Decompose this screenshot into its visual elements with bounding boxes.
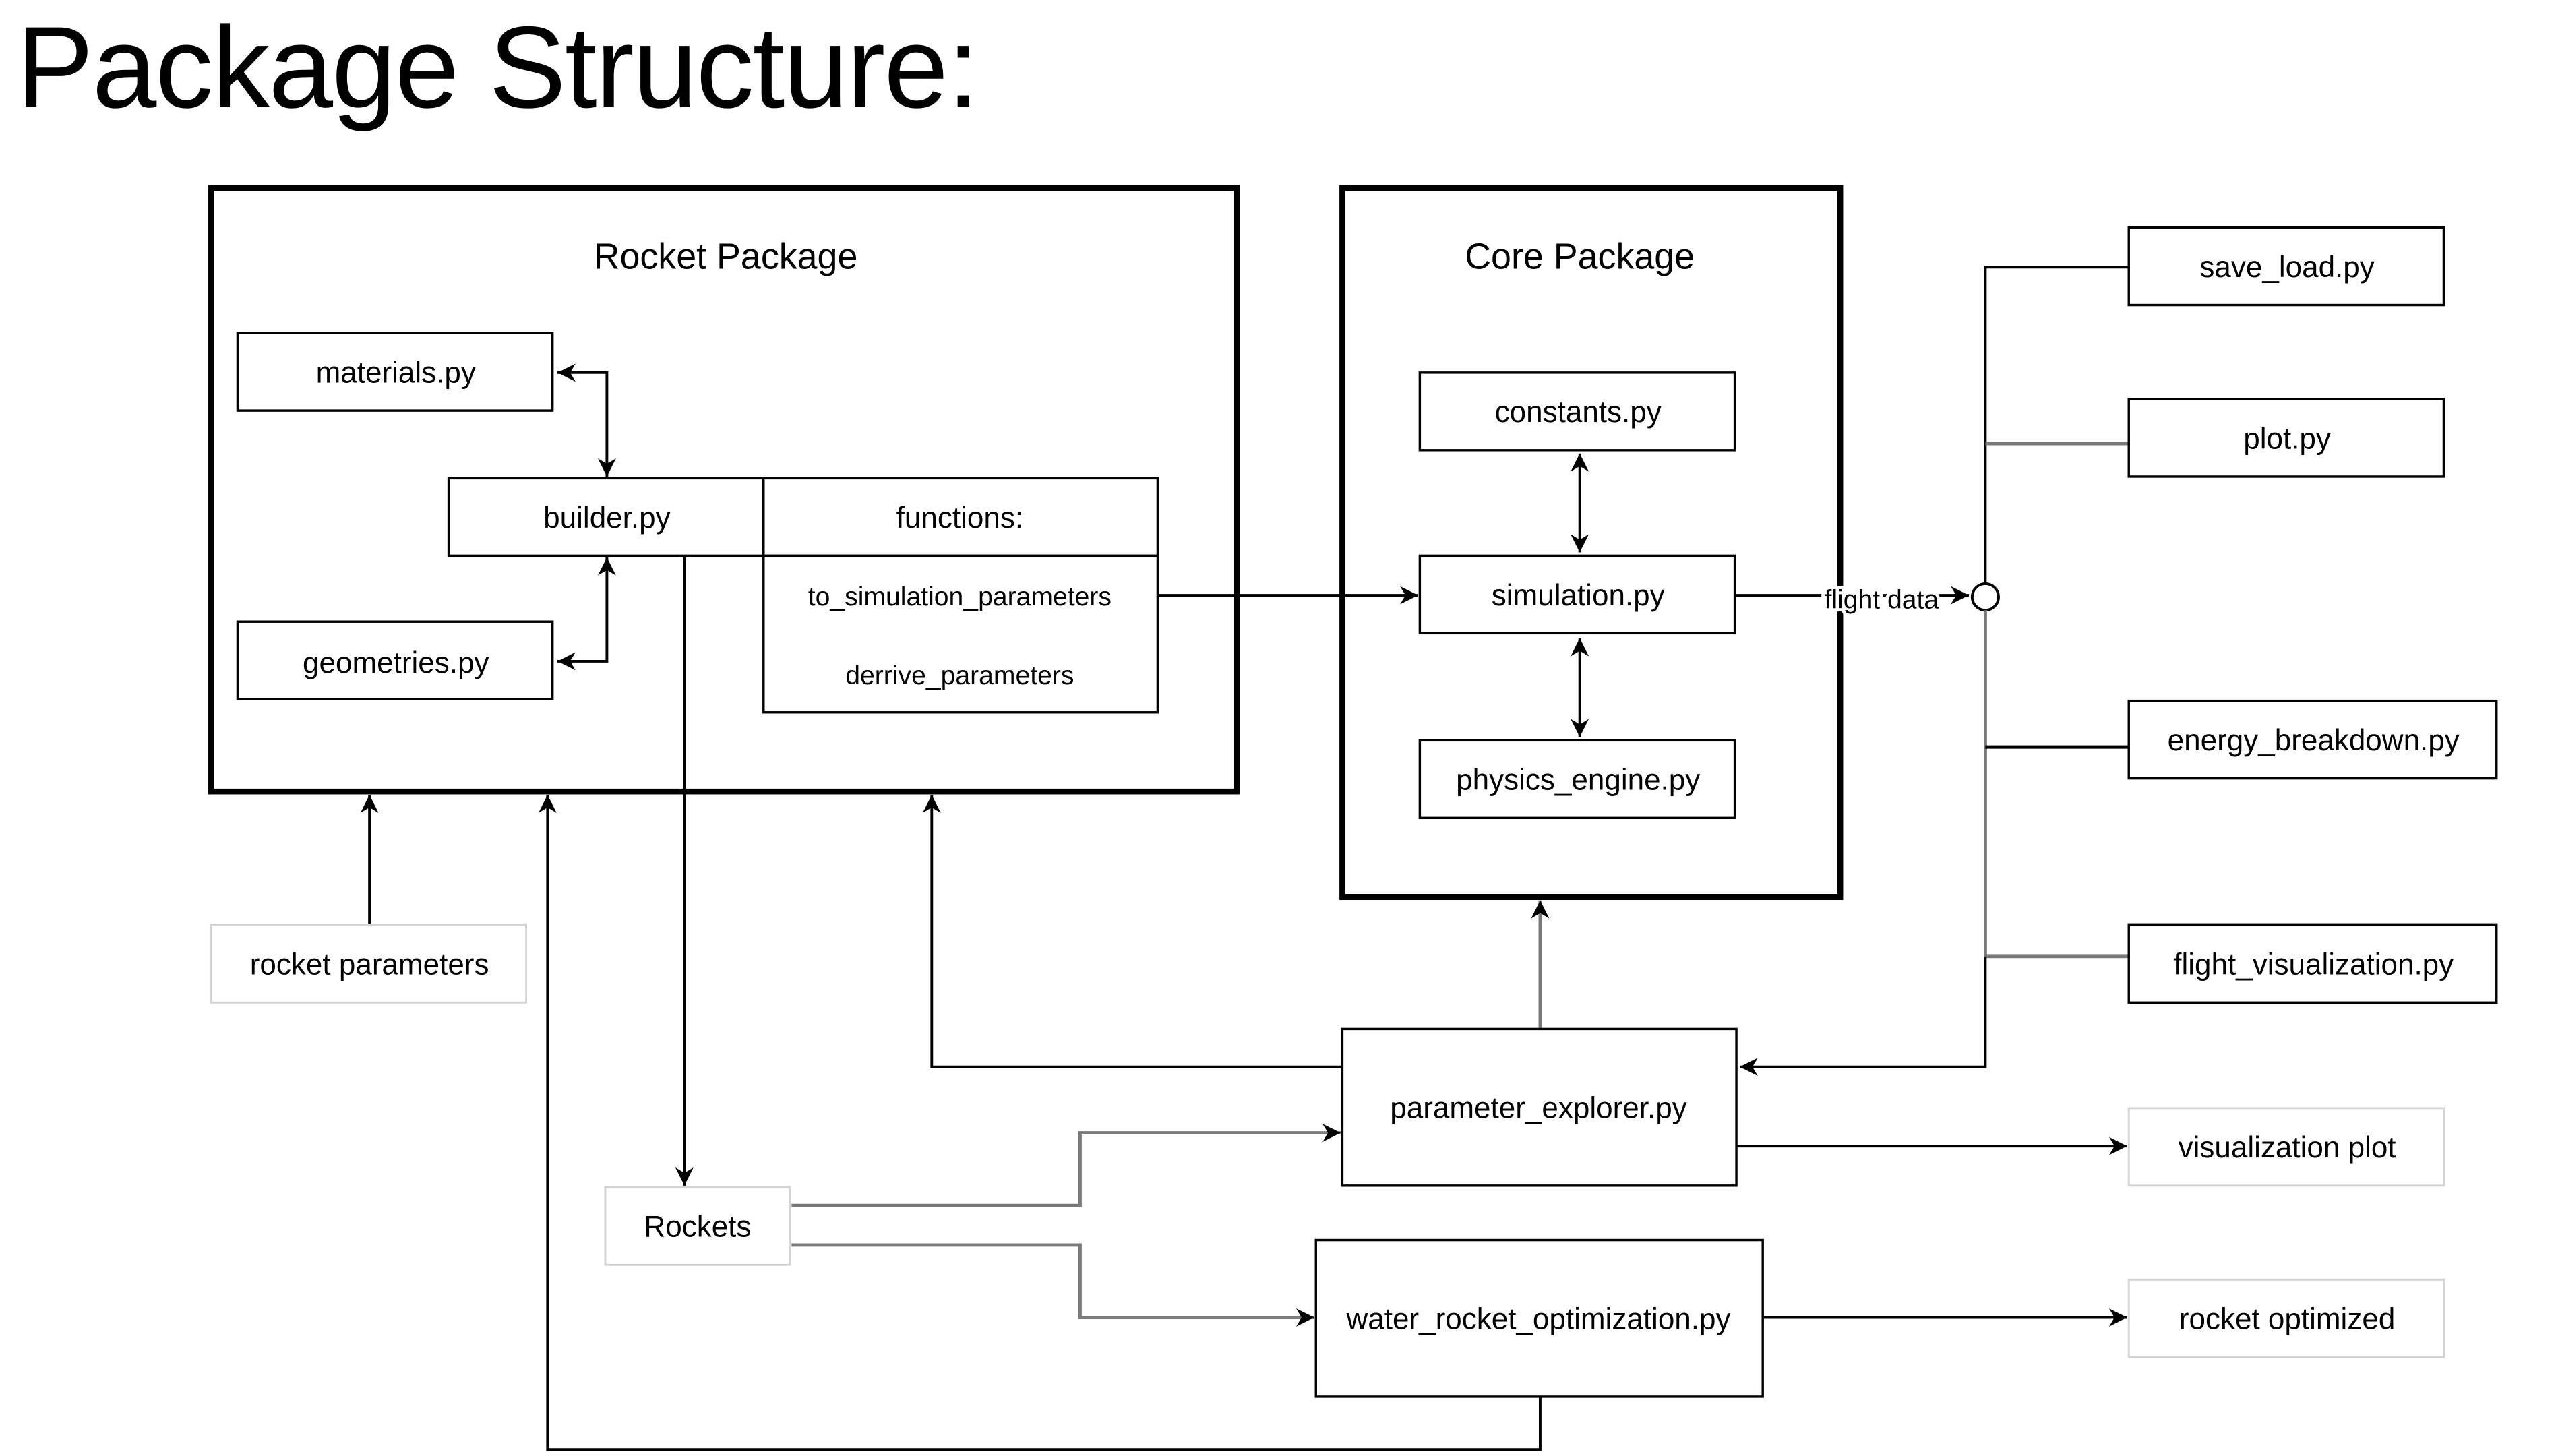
rocket-package-label: Rocket Package	[594, 237, 858, 277]
geometries-builder-arrow	[557, 557, 616, 671]
save-load-module: save_load.py	[2127, 226, 2445, 307]
rocket-parameters-input: rocket parameters	[210, 923, 527, 1004]
builder-module: builder.py	[447, 477, 765, 557]
constants-module: constants.py	[1418, 371, 1736, 452]
rockets-label: Rockets	[644, 1211, 751, 1244]
core-package: Core Package	[1339, 185, 1844, 901]
parameter-explorer-module: parameter_explorer.py	[1341, 1027, 1738, 1187]
physics-engine-module: physics_engine.py	[1418, 739, 1736, 820]
function-to-simulation-parameters: to_simulation_parameters	[808, 582, 1112, 611]
visualization-plot-result: visualization plot	[2127, 1107, 2445, 1187]
flight-data-hub	[1970, 582, 2000, 612]
flight-visualization-label: flight_visualization.py	[2173, 948, 2454, 981]
water-rocket-optimization-module: water_rocket_optimization.py	[1314, 1238, 1764, 1398]
core-package-label: Core Package	[1465, 237, 1695, 277]
energy-breakdown-label: energy_breakdown.py	[2168, 724, 2460, 757]
plot-module: plot.py	[2127, 398, 2445, 478]
flight-visualization-module: flight_visualization.py	[2127, 923, 2498, 1004]
physics-engine-label: physics_engine.py	[1456, 764, 1700, 797]
save-load-label: save_load.py	[2199, 251, 2374, 284]
materials-label: materials.py	[316, 357, 476, 390]
water-rocket-optimization-label: water_rocket_optimization.py	[1345, 1303, 1730, 1336]
simulation-module: simulation.py	[1418, 554, 1736, 635]
materials-module: materials.py	[236, 332, 554, 412]
geometries-module: geometries.py	[236, 620, 554, 700]
energy-breakdown-module: energy_breakdown.py	[2127, 699, 2498, 780]
page-title: Package Structure:	[16, 3, 979, 132]
rockets-optimization-arrow	[791, 1243, 1314, 1327]
rocket-package: Rocket Package	[208, 185, 1240, 795]
functions-panel: functions: to_simulation_parameters derr…	[762, 477, 1159, 714]
rocket-parameters-label: rocket parameters	[250, 948, 489, 981]
explorer-rocket-package-arrow	[922, 795, 1343, 1068]
plot-label: plot.py	[2243, 422, 2331, 455]
optimization-rocket-package-arrow	[538, 795, 1542, 1451]
hub-save-load-line	[1984, 266, 2129, 584]
geometries-label: geometries.py	[303, 646, 489, 679]
builder-label: builder.py	[543, 502, 670, 535]
connectors	[360, 266, 2129, 1451]
visualization-plot-label: visualization plot	[2179, 1131, 2396, 1164]
rockets-node: Rockets	[604, 1186, 791, 1266]
hub-explorer-arrow	[1739, 956, 1987, 1076]
constants-label: constants.py	[1495, 396, 1662, 429]
function-derrive-parameters: derrive_parameters	[845, 661, 1074, 690]
simulation-label: simulation.py	[1492, 579, 1665, 612]
rocket-optimized-label: rocket optimized	[2179, 1303, 2395, 1336]
flight-data-label: flight data	[1824, 586, 1939, 615]
materials-builder-arrow	[557, 363, 616, 477]
rockets-explorer-arrow	[791, 1124, 1341, 1207]
functions-header: functions:	[896, 502, 1023, 535]
parameter-explorer-label: parameter_explorer.py	[1390, 1092, 1686, 1125]
rocket-optimized-result: rocket optimized	[2127, 1278, 2445, 1358]
